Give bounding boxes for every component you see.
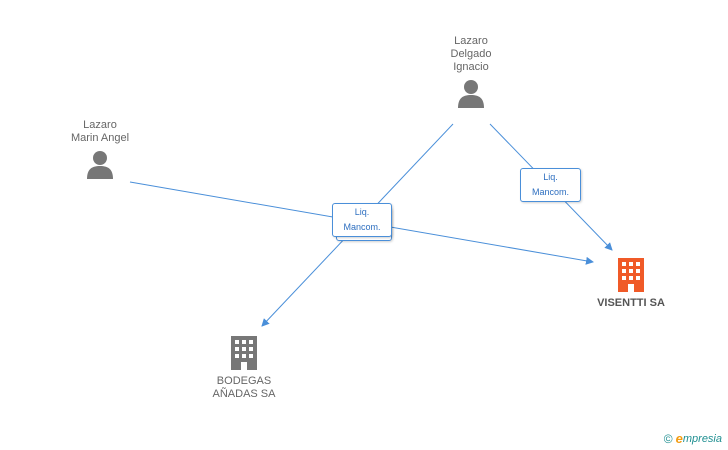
edge-label-line1: Liq. [543, 172, 558, 182]
edge-label-line1: Liq. [354, 207, 370, 217]
person-label: Lazaro Marin Angel [70, 119, 130, 144]
edge-label-liq-mancom-center[interactable]: Liq. Mancom. [332, 203, 392, 237]
copyright-symbol: © [663, 431, 673, 446]
brand-footer: © e mpresia [664, 431, 722, 446]
company-label: VISENTTI SA [597, 297, 665, 309]
building-icon [618, 258, 644, 292]
person-node-lazaro-delgado-ignacio[interactable]: Lazaro Delgado Ignacio [426, 35, 516, 113]
company-node-visentti-sa[interactable]: VISENTTI SA [586, 258, 676, 310]
brand-logo-letter: e [675, 431, 683, 446]
edge-label-line2: Mancom. [343, 222, 381, 232]
person-icon [458, 80, 484, 108]
company-node-bodegas-anadas-sa[interactable]: BODEGAS AÑADAS SA [199, 336, 289, 401]
company-label: BODEGAS AÑADAS SA [212, 375, 276, 400]
edge-label-line2: Mancom. [531, 187, 569, 197]
person-node-lazaro-marin-angel[interactable]: Lazaro Marin Angel [55, 119, 145, 184]
building-icon [231, 336, 257, 370]
person-label: Lazaro Delgado Ignacio [450, 35, 492, 73]
brand-logo-text: mpresia [682, 432, 722, 445]
edge-label-liq-mancom-right[interactable]: Liq. Mancom. [520, 168, 581, 202]
person-icon [87, 151, 113, 179]
